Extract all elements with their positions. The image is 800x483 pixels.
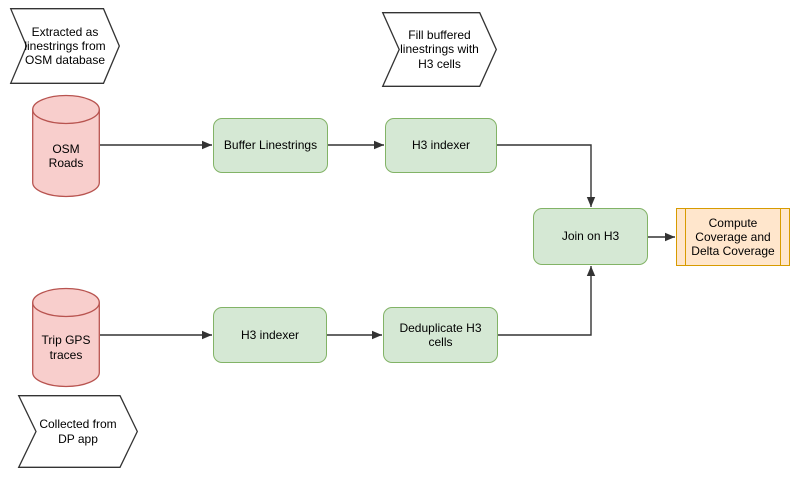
process-label: Buffer Linestrings	[223, 138, 318, 153]
process-label: H3 indexer	[411, 138, 471, 153]
edge-h3-indexer-top-to-join	[497, 144, 596, 207]
database-label: OSM Roads	[48, 141, 84, 170]
annotation-extracted-osm: Extracted as linestrings from OSM databa…	[9, 8, 121, 84]
process-label: Join on H3	[561, 229, 620, 244]
database-label: Trip GPS traces	[41, 333, 91, 362]
output-label: Compute Coverage and Delta Coverage	[691, 215, 775, 259]
node-join-on-h3: Join on H3	[533, 208, 648, 265]
database-cylinder-shape	[32, 287, 100, 388]
annotation-label: Collected from DP app	[39, 417, 117, 446]
node-compute-coverage: Compute Coverage and Delta Coverage	[676, 208, 790, 266]
step-shape	[9, 8, 121, 84]
database-cylinder-shape	[32, 94, 100, 198]
node-osm-roads: OSM Roads	[32, 94, 100, 198]
process-label: H3 indexer	[240, 327, 300, 342]
annotation-label: Extracted as linestrings from OSM databa…	[24, 24, 106, 68]
step-shape	[381, 12, 498, 87]
inner-bar-left	[685, 209, 686, 265]
inner-bar-right	[780, 209, 781, 265]
step-shape	[17, 395, 139, 468]
annotation-fill-buffered: Fill buffered linestrings with H3 cells	[381, 12, 498, 87]
node-deduplicate-h3-cells: Deduplicate H3 cells	[383, 307, 498, 363]
annotation-label: Fill buffered linestrings with H3 cells	[400, 28, 479, 71]
edge-dedup-to-join	[498, 266, 596, 336]
node-trip-gps-traces: Trip GPS traces	[32, 287, 100, 388]
node-h3-indexer-top: H3 indexer	[385, 118, 497, 173]
annotation-collected-dp: Collected from DP app	[17, 395, 139, 468]
process-label: Deduplicate H3 cells	[399, 320, 482, 349]
node-h3-indexer-bottom: H3 indexer	[213, 307, 327, 363]
node-buffer-linestrings: Buffer Linestrings	[213, 118, 328, 173]
